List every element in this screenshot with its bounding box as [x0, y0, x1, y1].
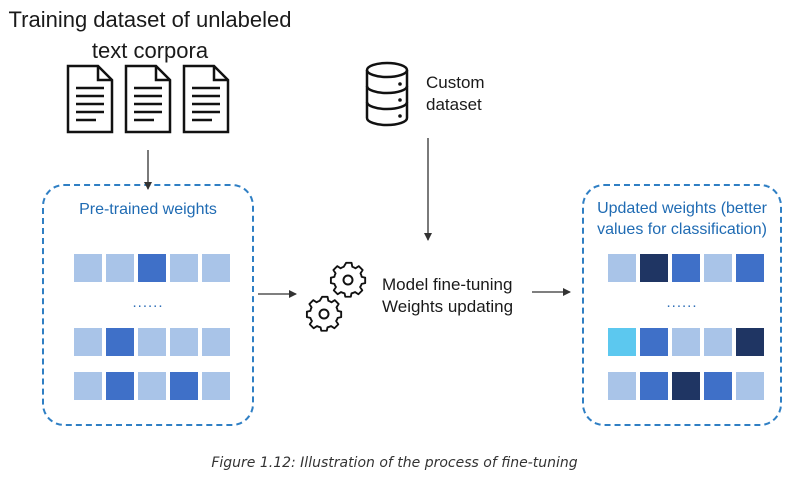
updated-row-2	[608, 328, 764, 356]
weight-cell	[640, 254, 668, 282]
updated-dots: ......	[666, 294, 698, 311]
weight-cell	[640, 372, 668, 400]
pretrained-row-3	[74, 372, 230, 400]
weight-cell	[672, 328, 700, 356]
weight-cell	[704, 254, 732, 282]
pretrained-row-2	[74, 328, 230, 356]
process-label: Model fine-tuning Weights updating	[382, 274, 513, 318]
updated-weights-box: Updated weights (better values for class…	[582, 184, 782, 426]
weight-cell	[138, 254, 166, 282]
weight-cell	[202, 372, 230, 400]
pretrained-row-1	[74, 254, 230, 282]
pretrained-weights-box: Pre-trained weights ......	[42, 184, 254, 426]
weight-cell	[704, 372, 732, 400]
updated-title-line1: Updated weights (better	[597, 200, 767, 217]
database-icon	[365, 61, 409, 127]
weight-cell	[704, 328, 732, 356]
weight-cell	[170, 254, 198, 282]
process-line2: Weights updating	[382, 297, 514, 316]
weight-cell	[608, 372, 636, 400]
weight-cell	[74, 372, 102, 400]
weight-cell	[608, 254, 636, 282]
custom-dataset-label: Custom dataset	[426, 72, 485, 116]
updated-row-1	[608, 254, 764, 282]
weight-cell	[74, 254, 102, 282]
source-title-line2: text corpora	[91, 38, 209, 63]
updated-row-3	[608, 372, 764, 400]
custom-label-line1: Custom	[426, 73, 485, 92]
weight-cell	[672, 254, 700, 282]
weight-cell	[74, 328, 102, 356]
weight-cell	[736, 372, 764, 400]
updated-title: Updated weights (better values for class…	[584, 198, 780, 240]
weight-cell	[170, 372, 198, 400]
weight-cell	[138, 328, 166, 356]
document-icons	[66, 64, 230, 134]
custom-label-line2: dataset	[426, 95, 482, 114]
weight-cell	[608, 328, 636, 356]
pretrained-dots: ......	[132, 294, 164, 311]
weight-cell	[202, 328, 230, 356]
source-title: Training dataset of unlabeled text corpo…	[0, 4, 300, 66]
weight-cell	[106, 254, 134, 282]
process-line1: Model fine-tuning	[382, 275, 513, 294]
weight-cell	[640, 328, 668, 356]
weight-cell	[170, 328, 198, 356]
document-icon	[182, 64, 230, 134]
weight-cell	[106, 328, 134, 356]
weight-cell	[672, 372, 700, 400]
document-icon	[124, 64, 172, 134]
weight-cell	[138, 372, 166, 400]
figure-caption: Figure 1.12: Illustration of the process…	[211, 455, 578, 471]
weight-cell	[736, 328, 764, 356]
weight-cell	[202, 254, 230, 282]
pretrained-title: Pre-trained weights	[79, 201, 217, 218]
weight-cell	[106, 372, 134, 400]
weight-cell	[736, 254, 764, 282]
updated-title-line2: values for classification)	[597, 221, 767, 238]
source-title-line1: Training dataset of unlabeled	[8, 7, 292, 32]
document-icon	[66, 64, 114, 134]
